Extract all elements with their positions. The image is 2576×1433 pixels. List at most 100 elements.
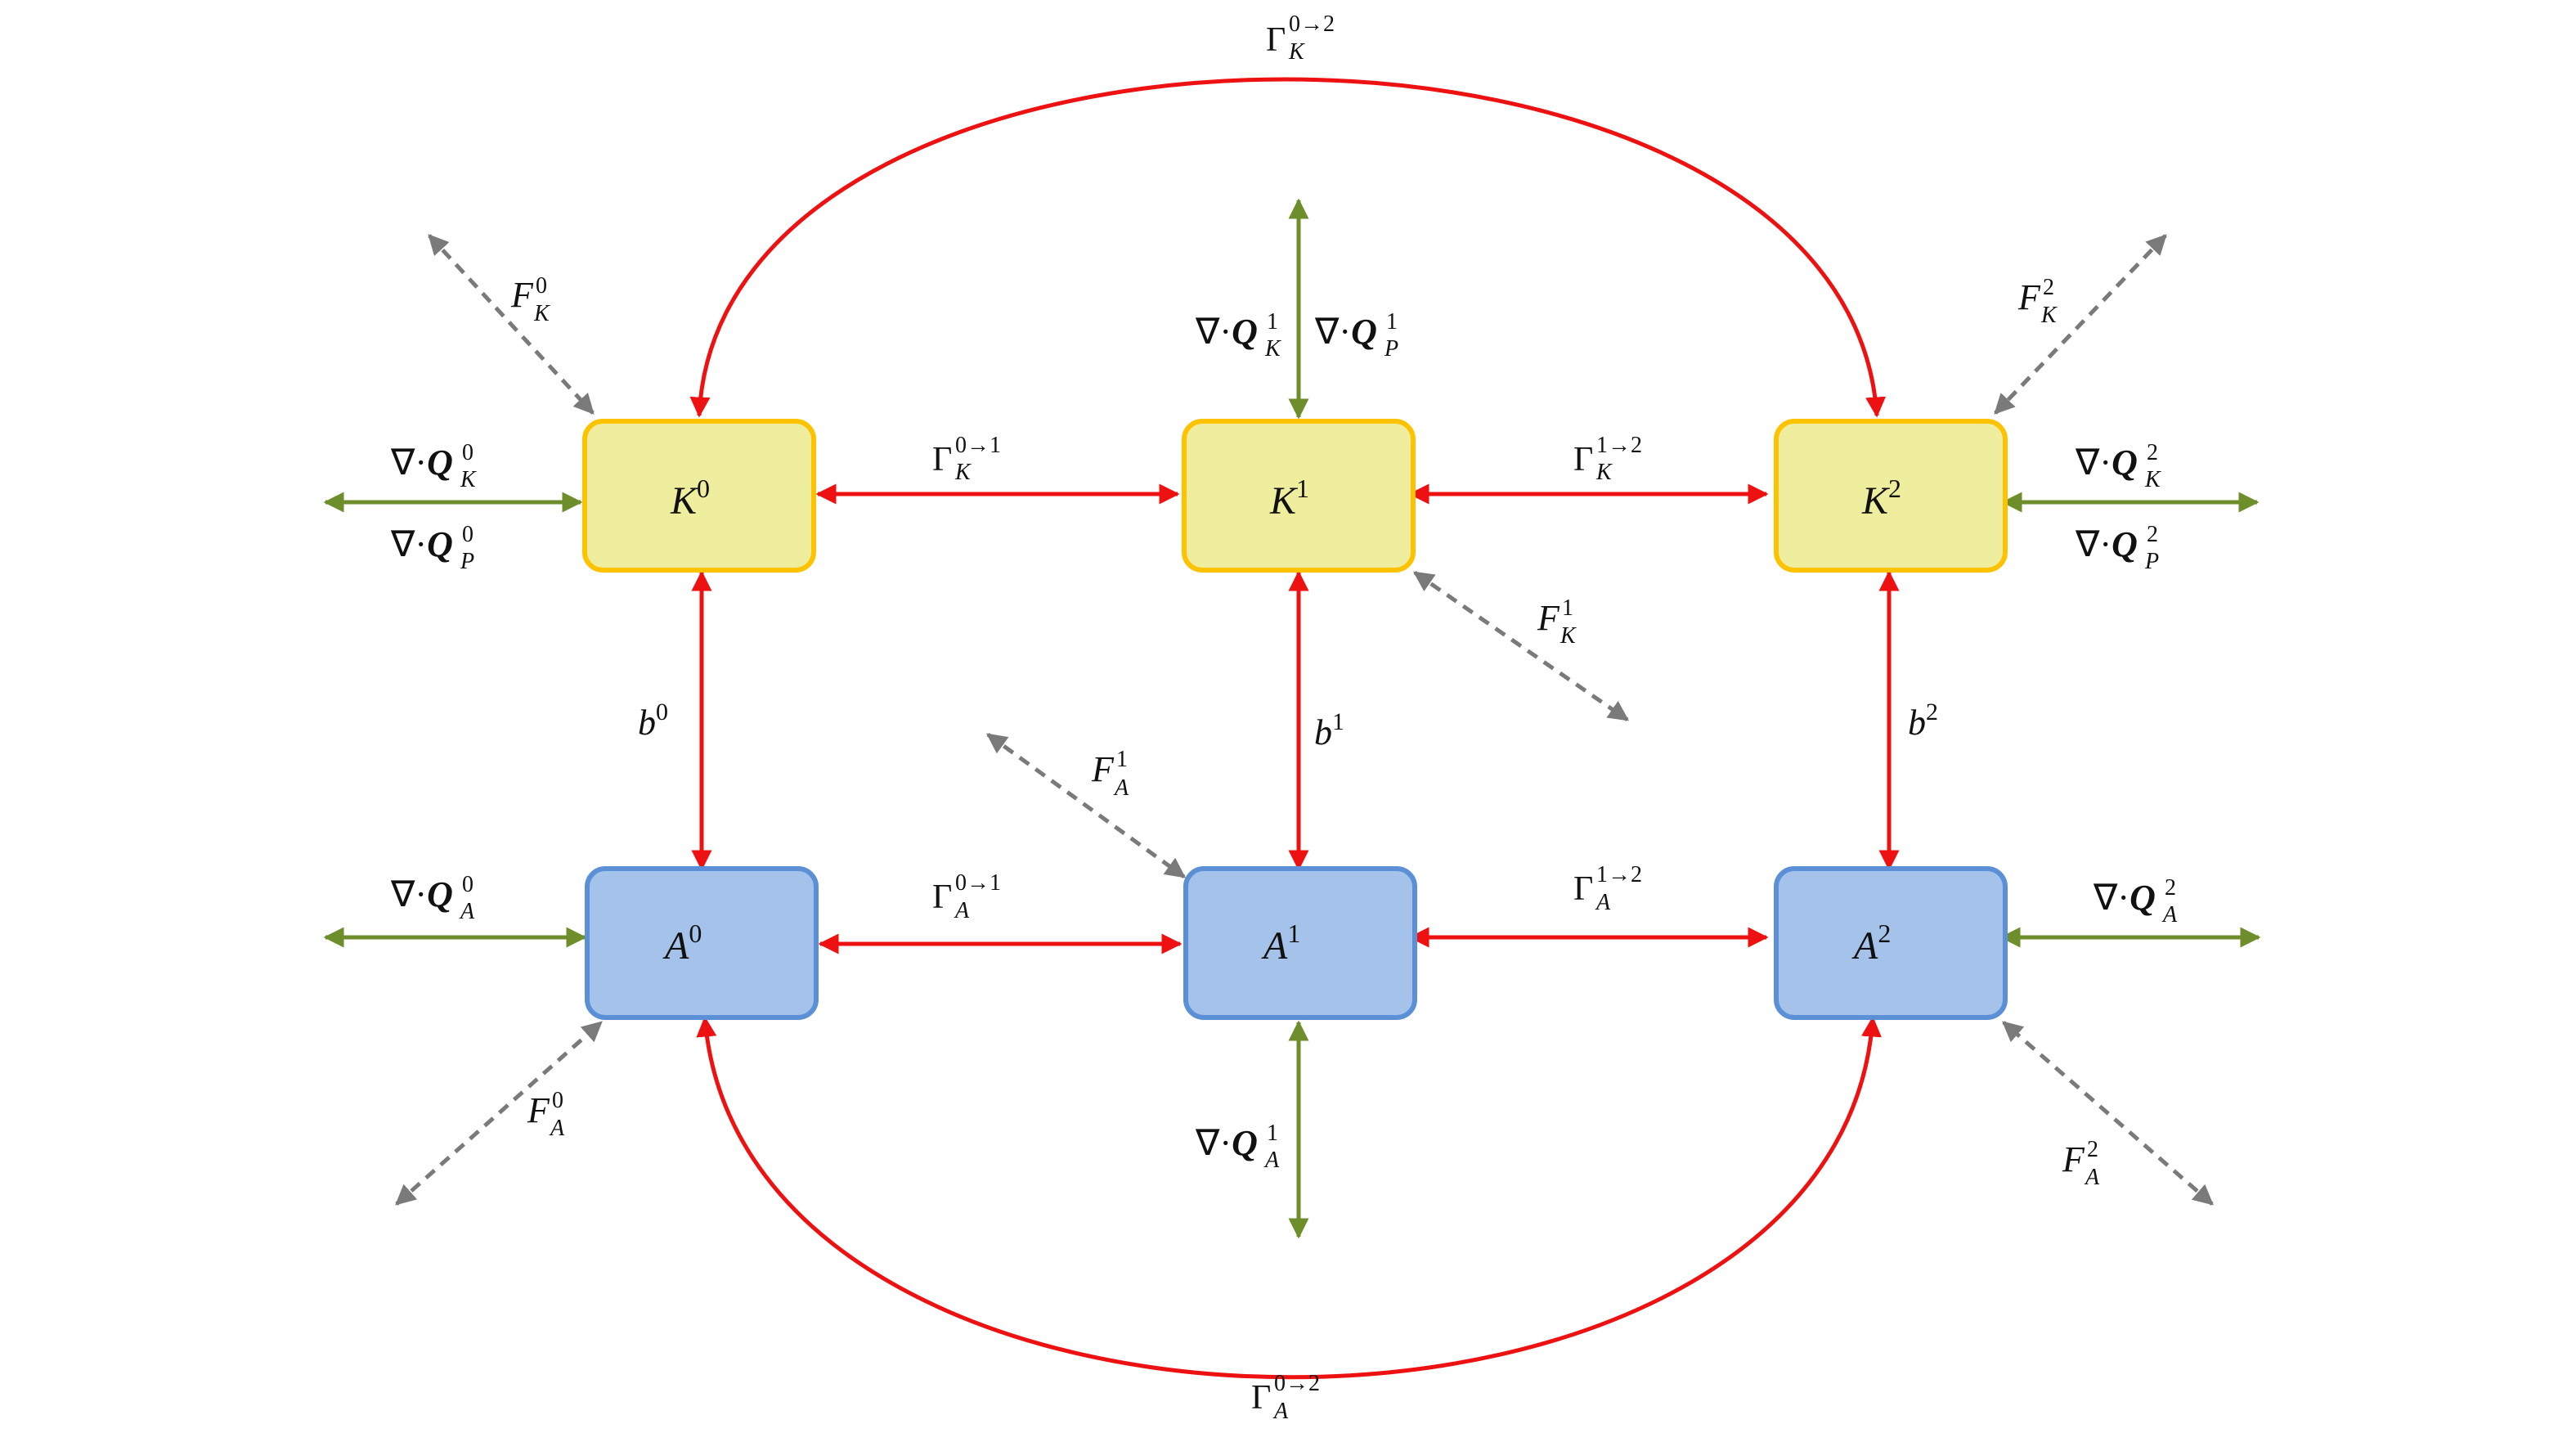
label-divq-a2: ∇·Q 2 A — [2093, 875, 2178, 928]
label-f-k1: F 1 K — [1537, 595, 1577, 649]
label-divq-a0: ∇·Q 0 A — [390, 872, 475, 924]
svg-text:∇·Q: ∇·Q — [1195, 312, 1258, 352]
svg-text:2: 2 — [2043, 275, 2054, 300]
svg-text:1: 1 — [1386, 309, 1398, 335]
svg-text:A: A — [459, 899, 475, 924]
arrow-f-k2 — [1994, 234, 2167, 415]
svg-text:A: A — [954, 898, 970, 923]
svg-text:K: K — [1288, 39, 1305, 65]
svg-text:A: A — [1263, 1148, 1280, 1173]
node-a0-label: A0 — [662, 919, 702, 968]
arrow-f-k0 — [428, 234, 595, 415]
arc-gamma-a-0-2 — [696, 1016, 1882, 1380]
label-gamma-k-0-2: Γ 0→2 K — [1266, 11, 1335, 65]
node-k0-label: K0 — [670, 474, 710, 523]
node-a0 — [585, 866, 819, 1020]
svg-text:0→2: 0→2 — [1289, 11, 1335, 37]
svg-text:1: 1 — [1267, 309, 1278, 335]
svg-text:∇·Q: ∇·Q — [390, 442, 453, 483]
svg-text:Γ: Γ — [1251, 1379, 1271, 1417]
svg-text:∇·Q: ∇·Q — [2075, 442, 2138, 483]
label-gamma-k-0-1: Γ 0→1 K — [932, 433, 1001, 485]
label-divq-a1: ∇·Q 1 A — [1195, 1121, 1280, 1173]
svg-text:0: 0 — [536, 273, 547, 299]
node-k2 — [1774, 419, 2008, 573]
label-f-k0: F 0 K — [510, 273, 550, 326]
svg-text:0→1: 0→1 — [955, 433, 1001, 458]
node-k2-label: K2 — [1861, 474, 1901, 523]
node-a2 — [1774, 866, 2008, 1020]
svg-text:F: F — [1091, 749, 1115, 789]
node-k1-label: K1 — [1269, 474, 1309, 523]
svg-text:0→1: 0→1 — [955, 870, 1001, 896]
label-divq-p0: ∇·Q 0 P — [390, 522, 474, 574]
label-f-a1: F 1 A — [1091, 747, 1129, 801]
label-divq-k0: ∇·Q 0 K — [390, 440, 477, 492]
label-divq-p1: ∇·Q 1 P — [1314, 309, 1398, 362]
svg-text:1→2: 1→2 — [1596, 862, 1642, 887]
svg-text:A: A — [1113, 775, 1129, 801]
svg-text:K: K — [2040, 303, 2058, 328]
label-divq-k1: ∇·Q 1 K — [1195, 309, 1281, 362]
svg-text:1→2: 1→2 — [1596, 433, 1642, 458]
svg-text:Γ: Γ — [1573, 441, 1593, 478]
svg-text:P: P — [2144, 549, 2159, 574]
svg-text:2: 2 — [2147, 522, 2158, 547]
svg-text:K: K — [1595, 460, 1613, 485]
svg-text:K: K — [1560, 623, 1577, 649]
svg-text:F: F — [510, 275, 534, 315]
label-divq-p2: ∇·Q 2 P — [2075, 522, 2159, 574]
svg-text:∇·Q: ∇·Q — [390, 524, 453, 564]
svg-text:K: K — [2144, 467, 2161, 492]
svg-text:K: K — [954, 460, 972, 485]
label-gamma-a-0-1: Γ 0→1 A — [932, 870, 1001, 923]
node-a1 — [1183, 866, 1417, 1020]
label-b1: b1 — [1314, 708, 1344, 752]
arrow-f-a1 — [985, 732, 1187, 879]
svg-text:1: 1 — [1562, 595, 1573, 621]
svg-text:∇·Q: ∇·Q — [2075, 524, 2138, 564]
svg-text:1: 1 — [1116, 747, 1128, 772]
svg-text:P: P — [460, 549, 474, 574]
svg-text:Γ: Γ — [1266, 21, 1286, 59]
svg-text:F: F — [2017, 277, 2041, 317]
svg-text:∇·Q: ∇·Q — [390, 874, 453, 914]
svg-text:A: A — [2161, 902, 2178, 928]
svg-text:K: K — [1264, 336, 1281, 362]
svg-text:A: A — [1272, 1399, 1289, 1424]
label-divq-k2: ∇·Q 2 K — [2075, 440, 2161, 492]
svg-text:0: 0 — [462, 522, 473, 547]
label-f-k2: F 2 K — [2017, 275, 2058, 328]
svg-text:A: A — [1595, 890, 1611, 915]
node-k1 — [1182, 419, 1416, 573]
svg-text:F: F — [527, 1090, 550, 1130]
svg-text:0: 0 — [552, 1088, 563, 1113]
svg-text:Γ: Γ — [1573, 870, 1593, 908]
label-f-a0: F 0 A — [527, 1088, 565, 1141]
svg-text:F: F — [2062, 1139, 2085, 1179]
svg-text:∇·Q: ∇·Q — [1195, 1123, 1258, 1163]
label-b0: b0 — [638, 699, 668, 743]
label-gamma-k-1-2: Γ 1→2 K — [1573, 433, 1642, 485]
svg-text:2: 2 — [2147, 440, 2158, 465]
node-a2-label: A2 — [1851, 919, 1891, 968]
svg-text:Γ: Γ — [932, 878, 952, 916]
arrow-f-a0 — [395, 1021, 603, 1206]
svg-text:2: 2 — [2087, 1137, 2098, 1162]
svg-text:P: P — [1384, 336, 1398, 362]
svg-text:0→2: 0→2 — [1274, 1371, 1320, 1396]
svg-text:0: 0 — [462, 872, 473, 897]
label-gamma-a-1-2: Γ 1→2 A — [1573, 862, 1642, 915]
node-a1-label: A1 — [1261, 919, 1300, 968]
svg-text:0: 0 — [462, 440, 473, 465]
label-gamma-a-0-2: Γ 0→2 A — [1251, 1371, 1320, 1424]
svg-text:∇·Q: ∇·Q — [2093, 878, 2156, 918]
arrow-f-k1 — [1412, 570, 1630, 722]
label-b2: b2 — [1908, 699, 1938, 743]
node-k0 — [582, 419, 816, 573]
svg-text:2: 2 — [2165, 875, 2176, 901]
label-f-a2: F 2 A — [2062, 1137, 2100, 1190]
svg-text:F: F — [1537, 598, 1560, 638]
svg-text:K: K — [533, 301, 550, 326]
